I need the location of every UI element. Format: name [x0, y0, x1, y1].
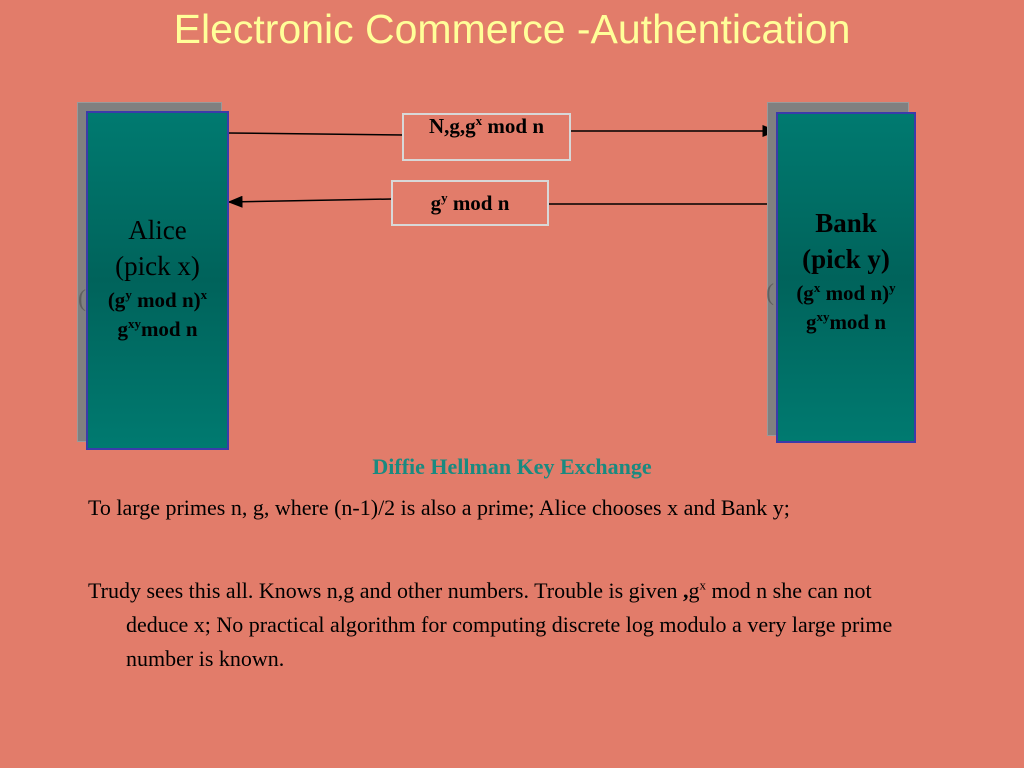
alice-pick: (pick x) [115, 251, 200, 281]
message-to-alice: gy mod n [391, 180, 549, 226]
bank-ghost-paren: ( [766, 280, 774, 306]
message-to-bank: N,g,gx mod n [402, 113, 571, 161]
diagram-heading: Diffie Hellman Key Exchange [372, 454, 652, 479]
alice-compute: (gy mod n)x [107, 287, 208, 312]
alice-ghost-paren: ( [78, 286, 86, 312]
bank-compute: (gx mod n)y [796, 280, 896, 305]
slide-title: Electronic Commerce -Authentication [173, 6, 851, 52]
paragraph-primes: To large primes n, g, where (n-1)/2 is a… [88, 495, 790, 520]
alice-box: Alice (pick x) (gy mod n)x gxymod n [86, 111, 229, 450]
paragraph-trudy: Trudy sees this all. Knows n,g and other… [88, 577, 893, 671]
bank-pick: (pick y) [802, 244, 890, 274]
bank-box: Bank (pick y) (gx mod n)y gxymod n [776, 112, 916, 443]
arrow-msg-to-alice [227, 195, 393, 208]
alice-name: Alice [128, 215, 187, 245]
bank-shared-key: gxymod n [805, 309, 887, 334]
alice-shared-key: gxymod n [117, 316, 198, 341]
arrow-alice-to-msg [227, 132, 405, 136]
bank-name: Bank [815, 208, 877, 238]
